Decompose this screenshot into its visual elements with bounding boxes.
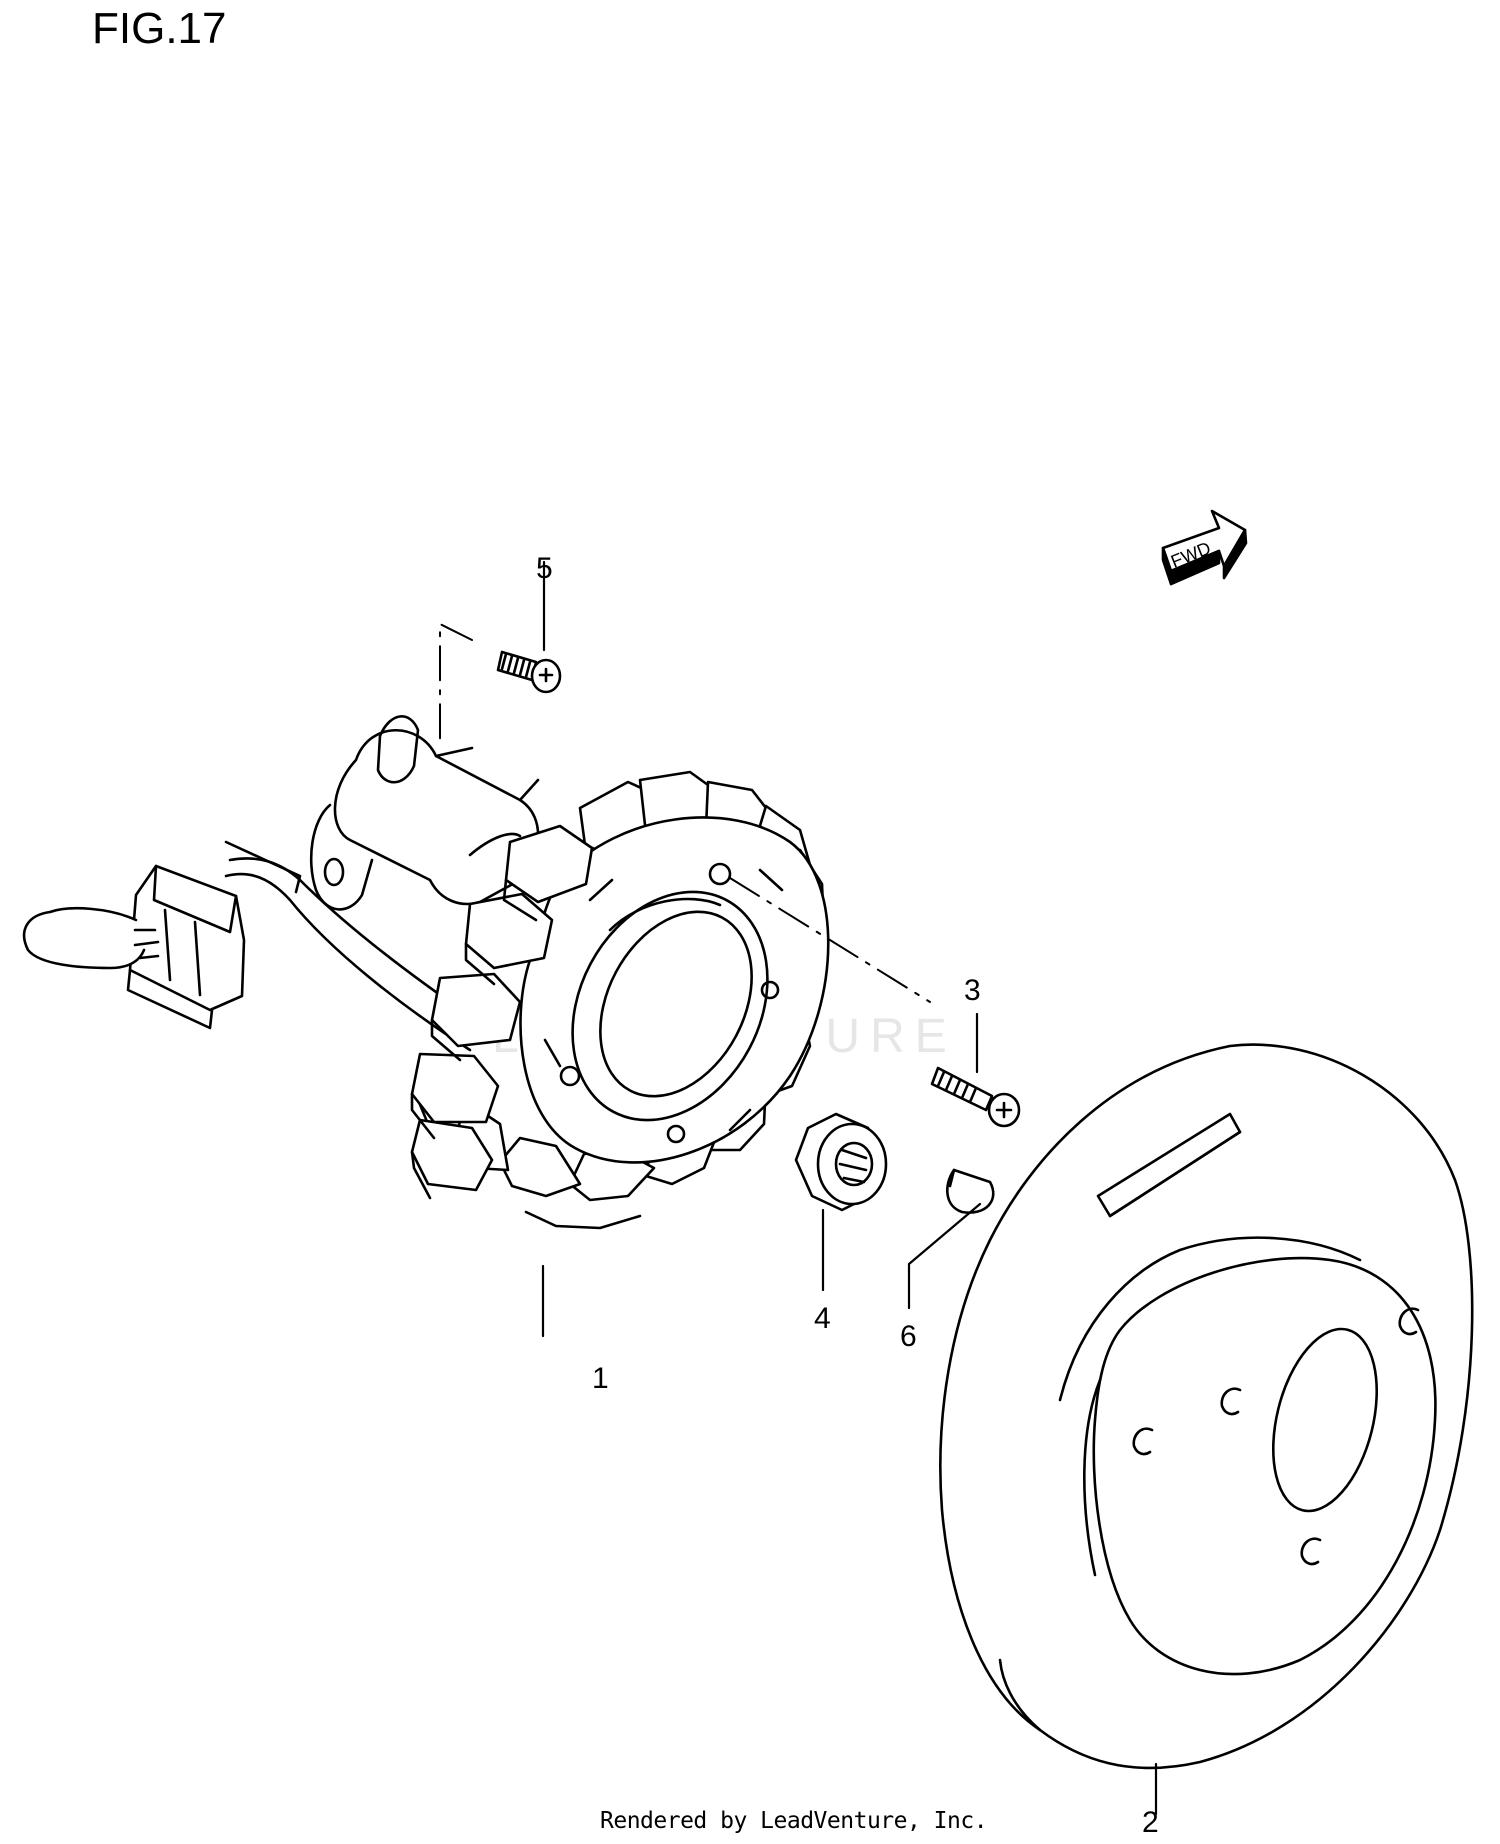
screw-5-part: [496, 650, 562, 694]
fwd-arrow-icon: FWD: [1161, 509, 1248, 586]
figure-title: FIG.17: [92, 4, 227, 53]
alignment-line: [439, 623, 931, 1003]
callout-4: 4: [814, 1302, 831, 1335]
callout-3: 3: [964, 974, 981, 1007]
callout-2: 2: [1142, 1806, 1159, 1839]
leader-lines: [541, 560, 1158, 1816]
callout-6: 6: [900, 1320, 917, 1353]
bolt-3-part: [930, 1066, 1021, 1128]
callout-1: 1: [592, 1362, 609, 1395]
stator-coil-part: [22, 715, 830, 1230]
callout-5: 5: [536, 552, 553, 585]
key-6-part: [946, 1168, 995, 1214]
flywheel-rotor-part: [939, 1043, 1474, 1770]
render-credit: Rendered by LeadVenture, Inc.: [600, 1808, 988, 1834]
nut-4-part: [794, 1112, 888, 1212]
